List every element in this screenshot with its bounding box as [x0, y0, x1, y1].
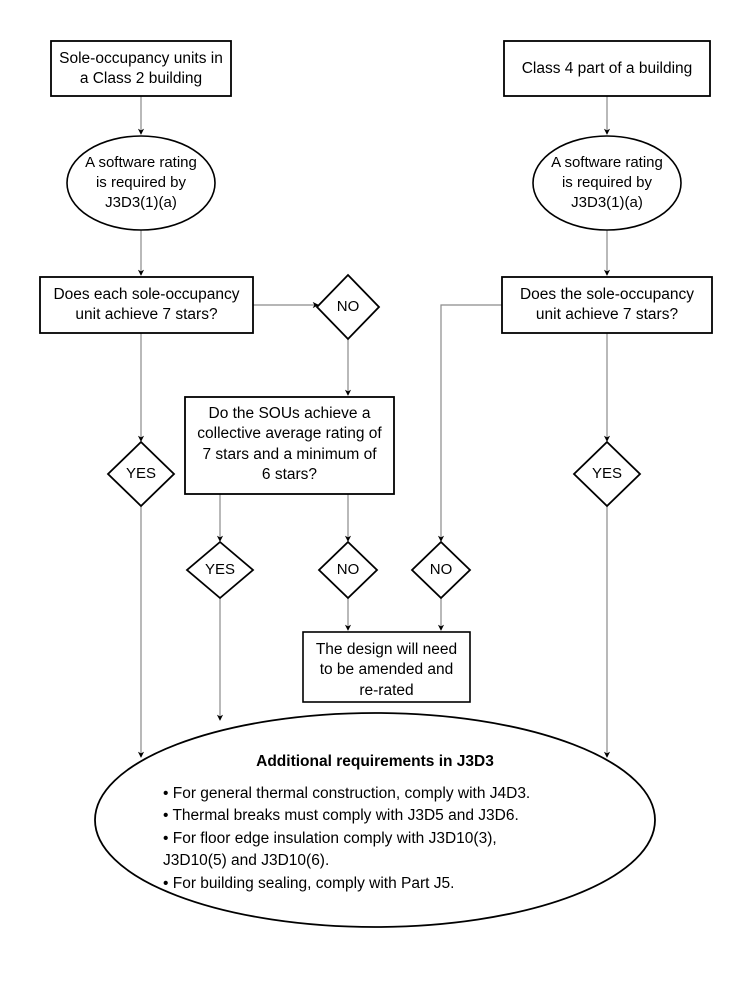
- connector-decisionright-to-noright: [437, 304, 502, 542]
- shape-rating-left[interactable]: [66, 135, 216, 231]
- shape-diamond-no-top[interactable]: [315, 273, 381, 341]
- shape-redesign[interactable]: [302, 631, 471, 703]
- shape-start-right[interactable]: [503, 40, 711, 97]
- shape-diamond-no-right-branch[interactable]: [410, 540, 472, 600]
- shape-diamond-no-middle[interactable]: [317, 540, 379, 600]
- shape-decision-left[interactable]: [39, 276, 254, 334]
- shape-rating-right[interactable]: [532, 135, 682, 231]
- shape-diamond-yes-middle[interactable]: [185, 540, 255, 600]
- shape-outcome-ellipse[interactable]: [94, 712, 656, 928]
- shape-diamond-yes-left[interactable]: [106, 440, 176, 508]
- shape-decision-right[interactable]: [501, 276, 713, 334]
- shape-sou-average[interactable]: [184, 396, 395, 495]
- shape-start-left[interactable]: [50, 40, 232, 97]
- connector-group: [137, 96, 611, 758]
- shape-diamond-yes-right[interactable]: [572, 440, 642, 508]
